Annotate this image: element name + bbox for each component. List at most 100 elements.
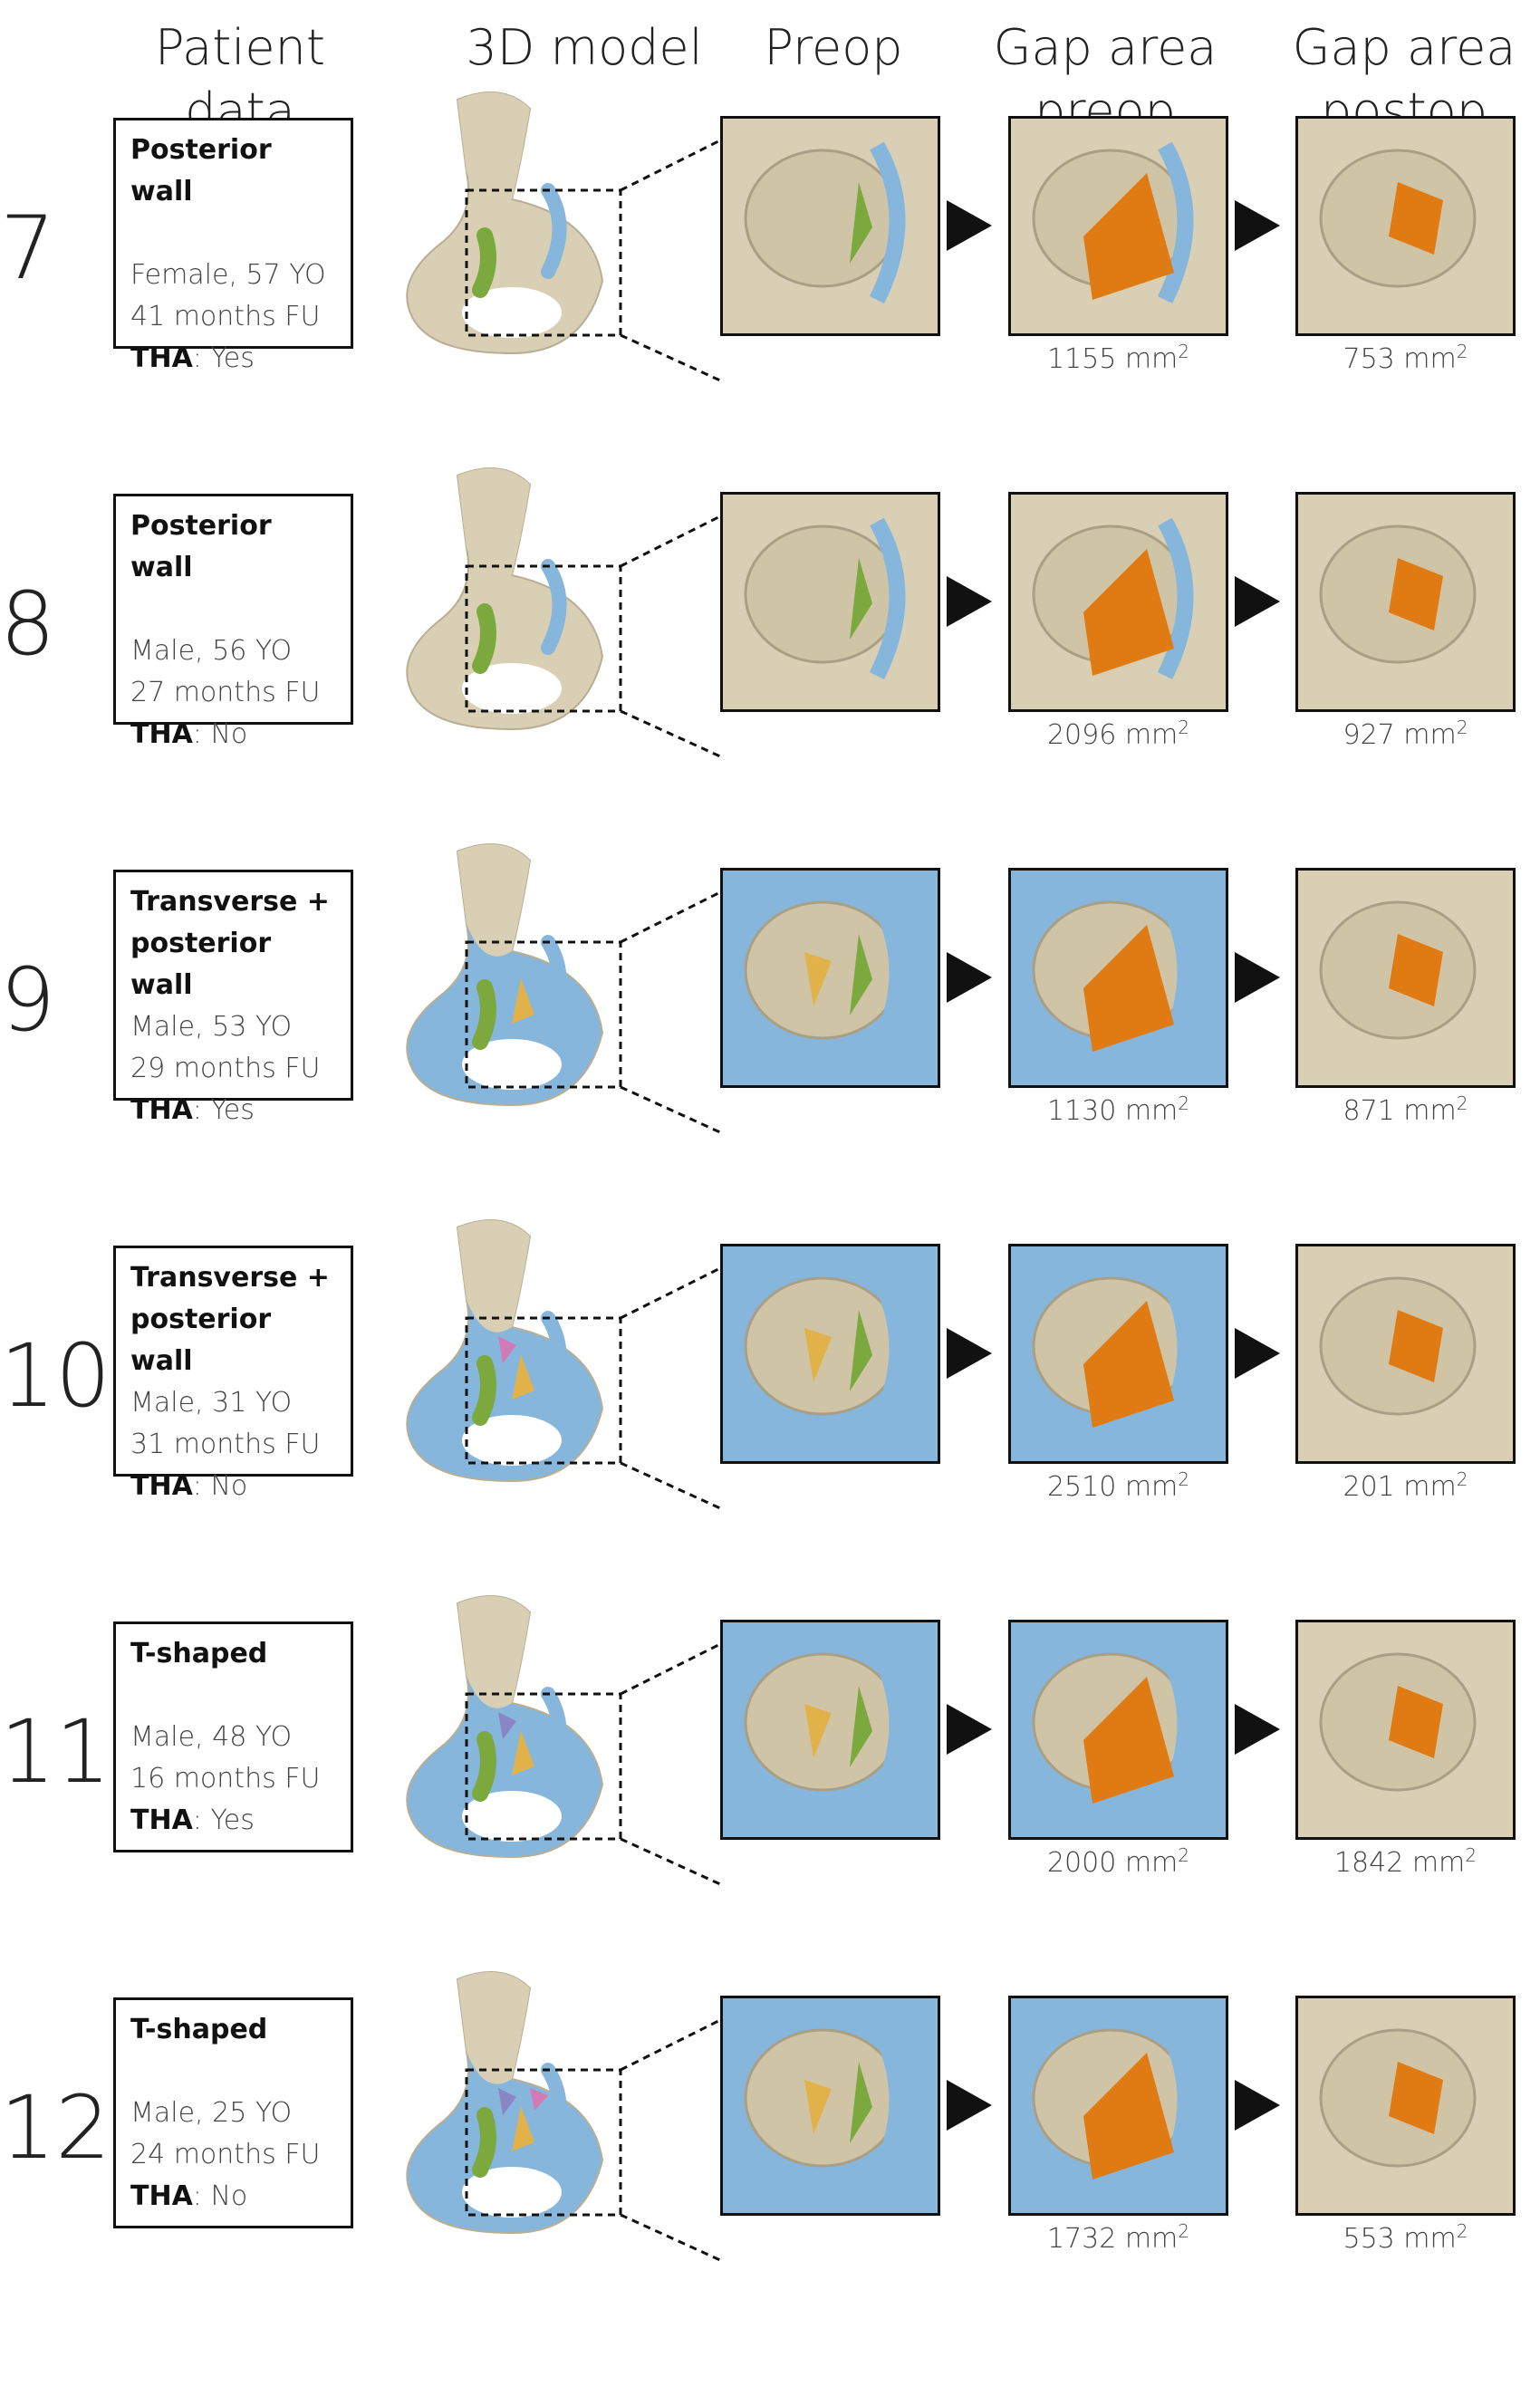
fragment: [1157, 141, 1194, 304]
panel-image: [1011, 1998, 1226, 2213]
header-3d-model: 3D model: [457, 16, 711, 80]
zoom-line: [620, 515, 720, 568]
acetabulum: [744, 149, 901, 288]
arrow-right-icon: [1235, 1704, 1280, 1755]
gap-area: [1083, 549, 1174, 676]
area-text: 1155 mm: [1046, 343, 1179, 375]
fracture-type: T-shaped: [130, 1638, 268, 1670]
area-text: 1842 mm: [1333, 1847, 1466, 1879]
pelvis-3d-model: [376, 82, 720, 426]
gap-area-value: 2096 mm2: [1008, 717, 1228, 751]
panel-image: [1011, 1246, 1226, 1461]
fragment: [850, 558, 872, 640]
panel-gap-postop: [1295, 1620, 1516, 1840]
tha-label: THA: [130, 1470, 193, 1502]
gap-area: [1083, 173, 1174, 300]
area-exponent: 2: [1178, 341, 1190, 362]
fragment: [512, 978, 534, 1024]
obturator-foramen: [462, 287, 562, 338]
panel-image: [1298, 495, 1513, 709]
case-number: 10: [0, 1324, 111, 1427]
fragment: [472, 227, 496, 298]
fragment: [541, 1311, 567, 1407]
fragment: [1157, 1645, 1194, 1808]
arrow-right-icon: [947, 1704, 992, 1755]
area-exponent: 2: [1178, 1092, 1190, 1114]
fracture-type: T-shaped: [130, 2014, 268, 2045]
sex-age: Male, 53 YO: [130, 1011, 293, 1043]
header-line: Patient: [154, 19, 326, 76]
fragment: [472, 603, 496, 674]
gap-area: [1389, 2062, 1443, 2134]
fragment: [869, 517, 906, 680]
sex-age: Male, 48 YO: [130, 1721, 293, 1753]
area-text: 2096 mm: [1046, 719, 1179, 751]
area-text: 753 mm: [1343, 343, 1457, 375]
fragment: [869, 141, 906, 304]
fragment: [1157, 2021, 1194, 2184]
fracture-type: posterior wall: [130, 928, 272, 1001]
fragment: [850, 934, 872, 1015]
panel-gap-postop: [1295, 492, 1516, 712]
pelvis-3d-model: [376, 1585, 720, 1929]
zoom-line: [620, 333, 720, 382]
panel-image: [723, 1622, 938, 1837]
sex-age: Female, 57 YO: [130, 259, 326, 291]
panel-gap-preop: [1008, 116, 1228, 336]
area-text: 927 mm: [1343, 719, 1457, 751]
fragment: [1157, 1269, 1194, 1432]
ilium: [457, 1596, 530, 1708]
panel-gap-postop: [1295, 868, 1516, 1088]
obturator-foramen: [462, 2167, 562, 2218]
gap-area: [1389, 558, 1443, 630]
zoom-line: [620, 890, 720, 944]
case-number: 11: [0, 1700, 111, 1803]
fragment: [541, 183, 567, 279]
fragment: [869, 893, 906, 1056]
ilium: [457, 92, 530, 205]
gap-area-value: 201 mm2: [1295, 1468, 1516, 1503]
gap-area: [1083, 1301, 1174, 1428]
panel-gap-postop: [1295, 1996, 1516, 2216]
case-number: 9: [0, 948, 56, 1051]
tha-value: : Yes: [192, 342, 255, 374]
panel-preop: [720, 116, 940, 336]
panel-image: [1011, 495, 1226, 709]
gap-area: [1389, 1310, 1443, 1382]
fragment: [498, 2088, 516, 2115]
gap-area-value: 927 mm2: [1295, 717, 1516, 751]
fracture-type: posterior wall: [130, 1304, 272, 1377]
arrow-right-icon: [947, 576, 992, 627]
panel-image: [723, 1246, 938, 1461]
gap-area-value: 1130 mm2: [1008, 1092, 1228, 1127]
pelvis-model-svg: [406, 1971, 720, 2262]
pelvis-3d-model: [376, 457, 720, 802]
fragment: [498, 1336, 516, 1363]
header-line: 3D model: [466, 19, 703, 76]
gap-area-value: 2510 mm2: [1008, 1468, 1228, 1503]
ilium: [457, 1220, 530, 1333]
tha-label: THA: [130, 1094, 193, 1126]
panel-image: [1011, 119, 1226, 333]
area-text: 201 mm: [1343, 1471, 1457, 1503]
gap-area-value: 753 mm2: [1295, 341, 1516, 375]
area-text: 553 mm: [1343, 2223, 1457, 2255]
fragment: [541, 1687, 567, 1783]
header-preop: Preop: [725, 16, 942, 80]
panel-image: [1298, 1246, 1513, 1461]
panel-preop: [720, 492, 940, 712]
arrow-right-icon: [947, 2080, 992, 2131]
fracture-type: Posterior wall: [130, 134, 272, 207]
gap-area: [1389, 182, 1443, 255]
pelvis-model-svg: [406, 1595, 720, 1886]
area-exponent: 2: [1465, 1844, 1477, 1866]
panel-image: [723, 119, 938, 333]
header-line: Gap area: [993, 19, 1218, 76]
arrow-right-icon: [947, 1328, 992, 1379]
panel-preop: [720, 1620, 940, 1840]
panel-gap-preop: [1008, 1620, 1228, 1840]
